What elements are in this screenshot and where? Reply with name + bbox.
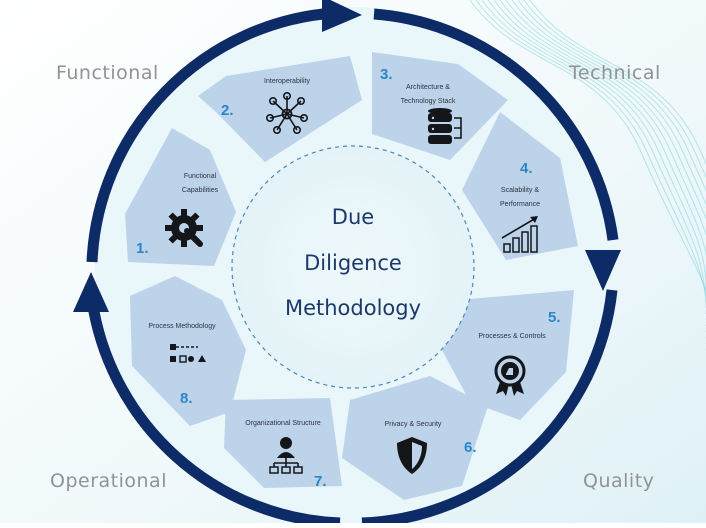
award-badge-icon — [494, 355, 526, 396]
segment-number: 8. — [180, 390, 193, 407]
segment-shape — [372, 52, 508, 160]
segment-label: Process Methodology — [148, 323, 216, 330]
segment-number: 6. — [464, 439, 477, 456]
segment-6: 6. Privacy & Security — [342, 376, 488, 500]
segment-label: Architecture & — [406, 84, 450, 91]
corner-label-technical: Technical — [569, 62, 661, 84]
center-title-line-3: Methodology — [284, 296, 422, 320]
org-chart-icon — [269, 437, 303, 474]
segment-label: Interoperability — [264, 78, 310, 85]
segment-label: Organizational Structure — [245, 420, 321, 427]
decorative-waves — [469, 0, 706, 350]
segment-3: 3. Architecture & Technology Stack — [372, 52, 508, 160]
shield-icon — [397, 437, 427, 474]
segment-8: 8. Process Methodology — [130, 276, 246, 426]
segment-7: 7. Organizational Structure — [224, 398, 342, 490]
segment-label: Technology Stack — [401, 98, 456, 105]
segment-shape — [198, 56, 362, 162]
segment-label: Capabilities — [182, 187, 219, 194]
center-title-line-1: Due — [331, 205, 375, 229]
segment-shape — [462, 112, 578, 260]
network-nodes-icon — [265, 92, 308, 135]
segment-label: Processes & Controls — [478, 333, 546, 340]
segment-4: 4. Scalability & Performance — [462, 112, 578, 260]
center-title-line-2: Diligence — [304, 251, 402, 275]
corner-label-quality: Quality — [583, 470, 655, 492]
corner-label-functional: Functional — [56, 62, 159, 84]
segment-label: Functional — [184, 173, 217, 180]
segment-label: Performance — [500, 201, 540, 208]
segment-label: Scalability & — [501, 187, 539, 194]
segment-2: 2. Interoperability — [198, 56, 362, 162]
segment-shape — [442, 290, 574, 420]
segment-number: 2. — [221, 102, 234, 119]
segment-number: 5. — [548, 309, 561, 326]
segment-number: 3. — [380, 66, 393, 83]
segment-5: 5.Processes & Controls — [442, 290, 574, 420]
gear-wrench-icon — [165, 209, 203, 247]
segment-shape — [130, 276, 246, 426]
corner-label-operational: Operational — [50, 470, 167, 492]
database-stack-icon — [428, 108, 462, 144]
segment-number: 4. — [520, 160, 533, 177]
cycle-arrows — [73, 0, 621, 528]
growth-chart-icon — [501, 216, 538, 253]
segment-label: Privacy & Security — [385, 421, 442, 428]
center-circle — [231, 145, 475, 389]
process-flow-icon — [170, 344, 206, 363]
segment-number: 7. — [314, 473, 327, 490]
segment-shape — [342, 376, 488, 500]
segment-number: 1. — [136, 240, 149, 257]
segment-shape — [125, 128, 236, 266]
